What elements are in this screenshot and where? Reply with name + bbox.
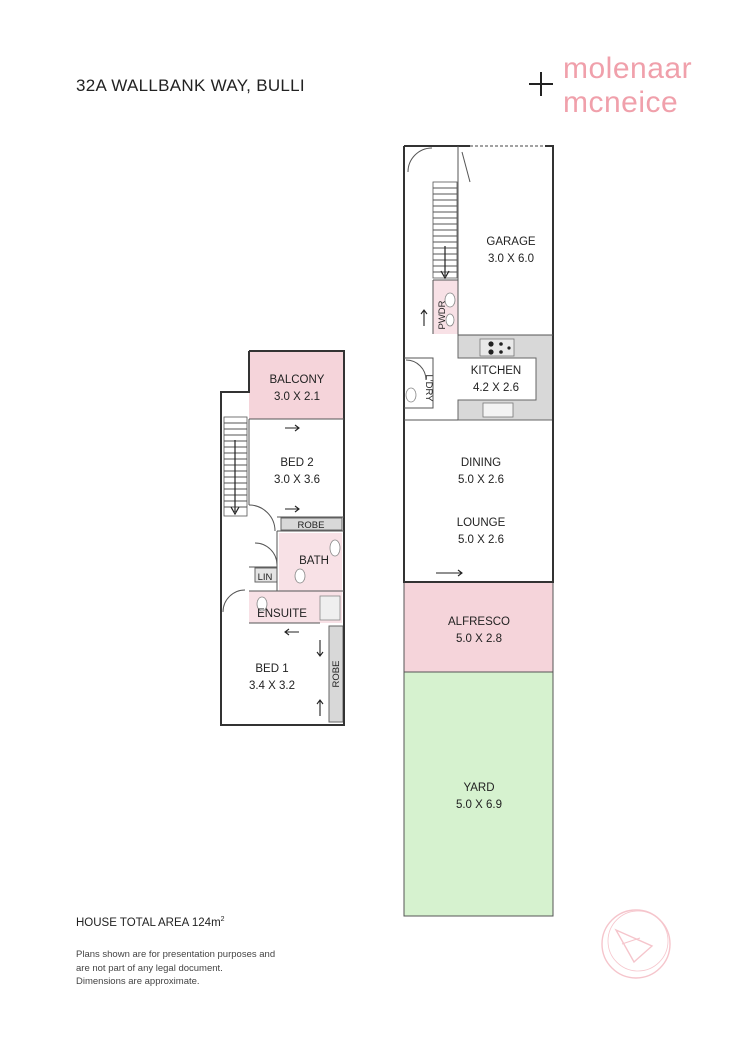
laundry-tub <box>405 387 417 403</box>
laundry-wall <box>404 357 434 409</box>
robe-bed2-label: ROBE <box>298 520 325 531</box>
burner <box>499 342 503 346</box>
bath-label: BATH <box>299 555 329 567</box>
bed1-dims: 3.4 X 3.2 <box>249 680 295 692</box>
yard-label: YARD <box>463 782 494 794</box>
disclaimer: Plans shown are for presentation purpose… <box>76 948 275 989</box>
property-address: 32A WALLBANK WAY, BULLI <box>76 76 305 95</box>
alfresco-dims: 5.0 X 2.8 <box>456 633 502 645</box>
window-arrow <box>316 640 324 657</box>
balcony-label: BALCONY <box>270 374 325 386</box>
upper-floor: BALCONY 3.0 X 2.1 BED 2 3.0 X 3.6 ROBE B… <box>220 350 345 726</box>
window-arrow <box>284 628 299 636</box>
alfresco-area <box>403 581 554 673</box>
robe-bed2-block <box>280 517 343 531</box>
kitchen-sink <box>482 402 514 418</box>
house-total-area: HOUSE TOTAL AREA 124m2 <box>76 916 225 929</box>
bath-door-swing <box>254 542 278 566</box>
upper-outer-wall <box>220 351 345 726</box>
dining-label: DINING <box>461 457 501 469</box>
balcony-area <box>249 351 344 419</box>
disclaimer-line-1: Plans shown are for presentation purpose… <box>76 949 276 960</box>
kitchen-label: KITCHEN <box>471 365 521 377</box>
burner <box>488 349 494 355</box>
balcony-wall <box>249 350 345 419</box>
plus-icon <box>527 70 555 98</box>
bed2-door-swing <box>248 504 276 532</box>
pwdr-wall <box>432 279 458 334</box>
ensuite-label: ENSUITE <box>257 608 307 620</box>
brand-logo: molenaar mcneice <box>563 52 692 120</box>
ldry-label: L'DRY <box>423 375 434 403</box>
garage-wall <box>457 146 553 336</box>
ground-stairs <box>432 181 458 280</box>
watermark-logo <box>601 909 671 979</box>
bed2-label: BED 2 <box>280 457 313 469</box>
laundry-door-swing <box>405 359 427 381</box>
disclaimer-line-2: are not part of any legal document. <box>76 962 223 974</box>
bed2-dims: 3.0 X 3.6 <box>274 474 320 486</box>
window-arrow <box>285 424 300 432</box>
garage-dims: 3.0 X 6.0 <box>488 253 534 265</box>
ground-floor: GARAGE 3.0 X 6.0 PWDR KITCHEN 4.2 X 2.6 … <box>403 145 554 917</box>
upper-stairs <box>223 416 248 517</box>
burner <box>488 341 494 347</box>
entry-door-swing <box>407 147 433 173</box>
burner <box>507 346 511 350</box>
brand-line-2: mcneice <box>563 86 679 119</box>
yard-area <box>403 671 554 917</box>
pwdr-basin <box>445 313 455 327</box>
alfresco-label: ALFRESCO <box>448 616 510 628</box>
pwdr-area <box>433 280 458 334</box>
ensuite-door-swing <box>222 589 246 613</box>
total-area-text: HOUSE TOTAL AREA 124m <box>76 916 221 929</box>
ensuite-shower <box>319 595 341 621</box>
window-arrow <box>316 699 324 716</box>
bath-toilet <box>294 568 306 584</box>
garage-door-swing <box>461 151 471 183</box>
robe-bed1-label: ROBE <box>331 661 342 688</box>
lin-label: LIN <box>258 572 273 583</box>
garage-label: GARAGE <box>486 236 536 248</box>
burner <box>499 350 503 354</box>
bath-basin <box>329 539 341 557</box>
total-area-unit-sup: 2 <box>220 916 225 923</box>
pwdr-label: PWDR <box>437 300 448 329</box>
disclaimer-line-3: Dimensions are approximate. <box>76 976 200 987</box>
kitchen-dims: 4.2 X 2.6 <box>473 382 519 394</box>
window-arrow <box>285 505 300 513</box>
robe-walls <box>277 516 344 532</box>
brand-line-1: molenaar <box>563 52 693 85</box>
bed1-label: BED 1 <box>255 663 288 675</box>
lounge-label: LOUNGE <box>457 517 506 529</box>
ground-outer-wall <box>403 145 554 583</box>
pwdr-toilet <box>444 292 456 308</box>
window-arrow <box>436 569 463 577</box>
yard-dims: 5.0 X 6.9 <box>456 799 502 811</box>
lounge-dims: 5.0 X 2.6 <box>458 534 504 546</box>
balcony-dims: 3.0 X 2.1 <box>274 391 320 403</box>
dining-dims: 5.0 X 2.6 <box>458 474 504 486</box>
window-arrow <box>420 309 428 326</box>
ensuite-toilet <box>256 596 268 612</box>
